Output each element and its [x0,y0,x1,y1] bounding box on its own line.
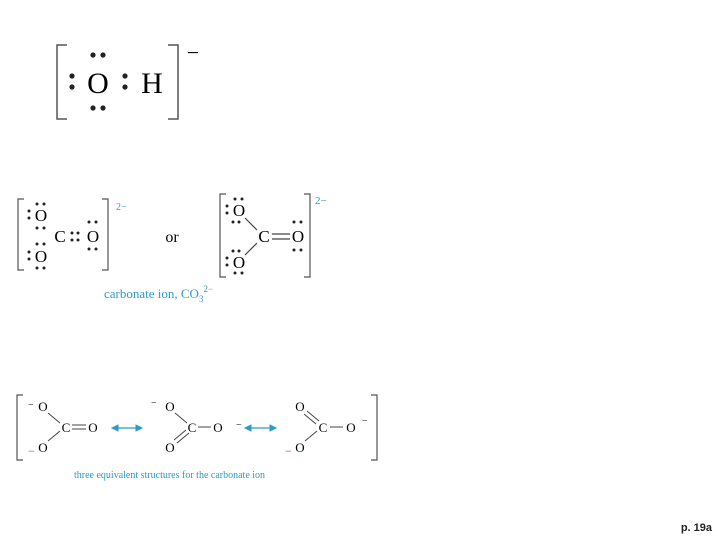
carbonate-line-structure: 2− O O C O [219,193,327,278]
resonance-arrow-2 [243,424,278,432]
bracket-left [56,44,67,120]
hydroxide-structure: − O H [56,40,199,120]
s2-minus-top: − [151,398,157,409]
carbonate-caption: carbonate ion, CO32− [104,284,213,304]
alt-electron-dots [225,197,303,275]
resonance-arrow-1 [110,424,144,432]
or-label: or [165,229,179,246]
s3-o-right: O [346,420,355,435]
resonance-structure-2: − O O C O − [151,398,242,455]
resonance-caption: three equivalent structures for the carb… [74,470,265,481]
carbonate-c: C [54,227,65,246]
s2-o-bottom: O [165,440,174,455]
alt-o-top: O [233,201,245,220]
s2-c: C [188,420,197,435]
s1-o-top: O [38,399,47,414]
hydroxide-hydrogen: H [141,67,163,100]
s1-o-bottom: O [38,440,47,455]
alt-c: C [258,227,269,246]
resonance-structures: − − O O C O − O O C O − [16,394,378,461]
alt-bonds [244,217,290,256]
s3-o-top: O [295,399,304,414]
carbonate-o-right: O [87,227,99,246]
lone-pair-dots [69,52,128,111]
carbonate-o-top: O [35,206,47,225]
s3-c: C [319,420,328,435]
page-number: p. 19a [680,522,712,534]
hydroxide-oxygen: O [87,67,109,100]
alt-o-right: O [292,227,304,246]
carbonate-dot-structure: 2− O O C O [17,198,127,271]
s3-minus-right: − [362,416,368,427]
s3-o-bottom: O [295,440,304,455]
carbonate-o-bottom: O [35,247,47,266]
alt-o-bottom: O [233,253,245,272]
bracket-right [168,44,179,120]
s1-minus-bottom: − [28,444,35,458]
s3-minus-bottom: − [285,444,292,458]
resonance-structure-3: O O − C O − [285,399,368,458]
s2-o-top: O [165,399,174,414]
s1-o-right: O [88,420,97,435]
carbonate-charge: 2− [116,202,127,213]
s1-c: C [62,420,71,435]
s2-o-right: O [213,420,222,435]
carbonate-alt-charge: 2− [315,195,327,207]
hydroxide-charge: − [187,40,199,65]
carbonate-electron-dots [27,202,98,270]
s1-minus-top: − [28,400,34,411]
resonance-structure-1: − − O O C O [28,399,98,458]
s2-minus-right: − [236,420,242,431]
